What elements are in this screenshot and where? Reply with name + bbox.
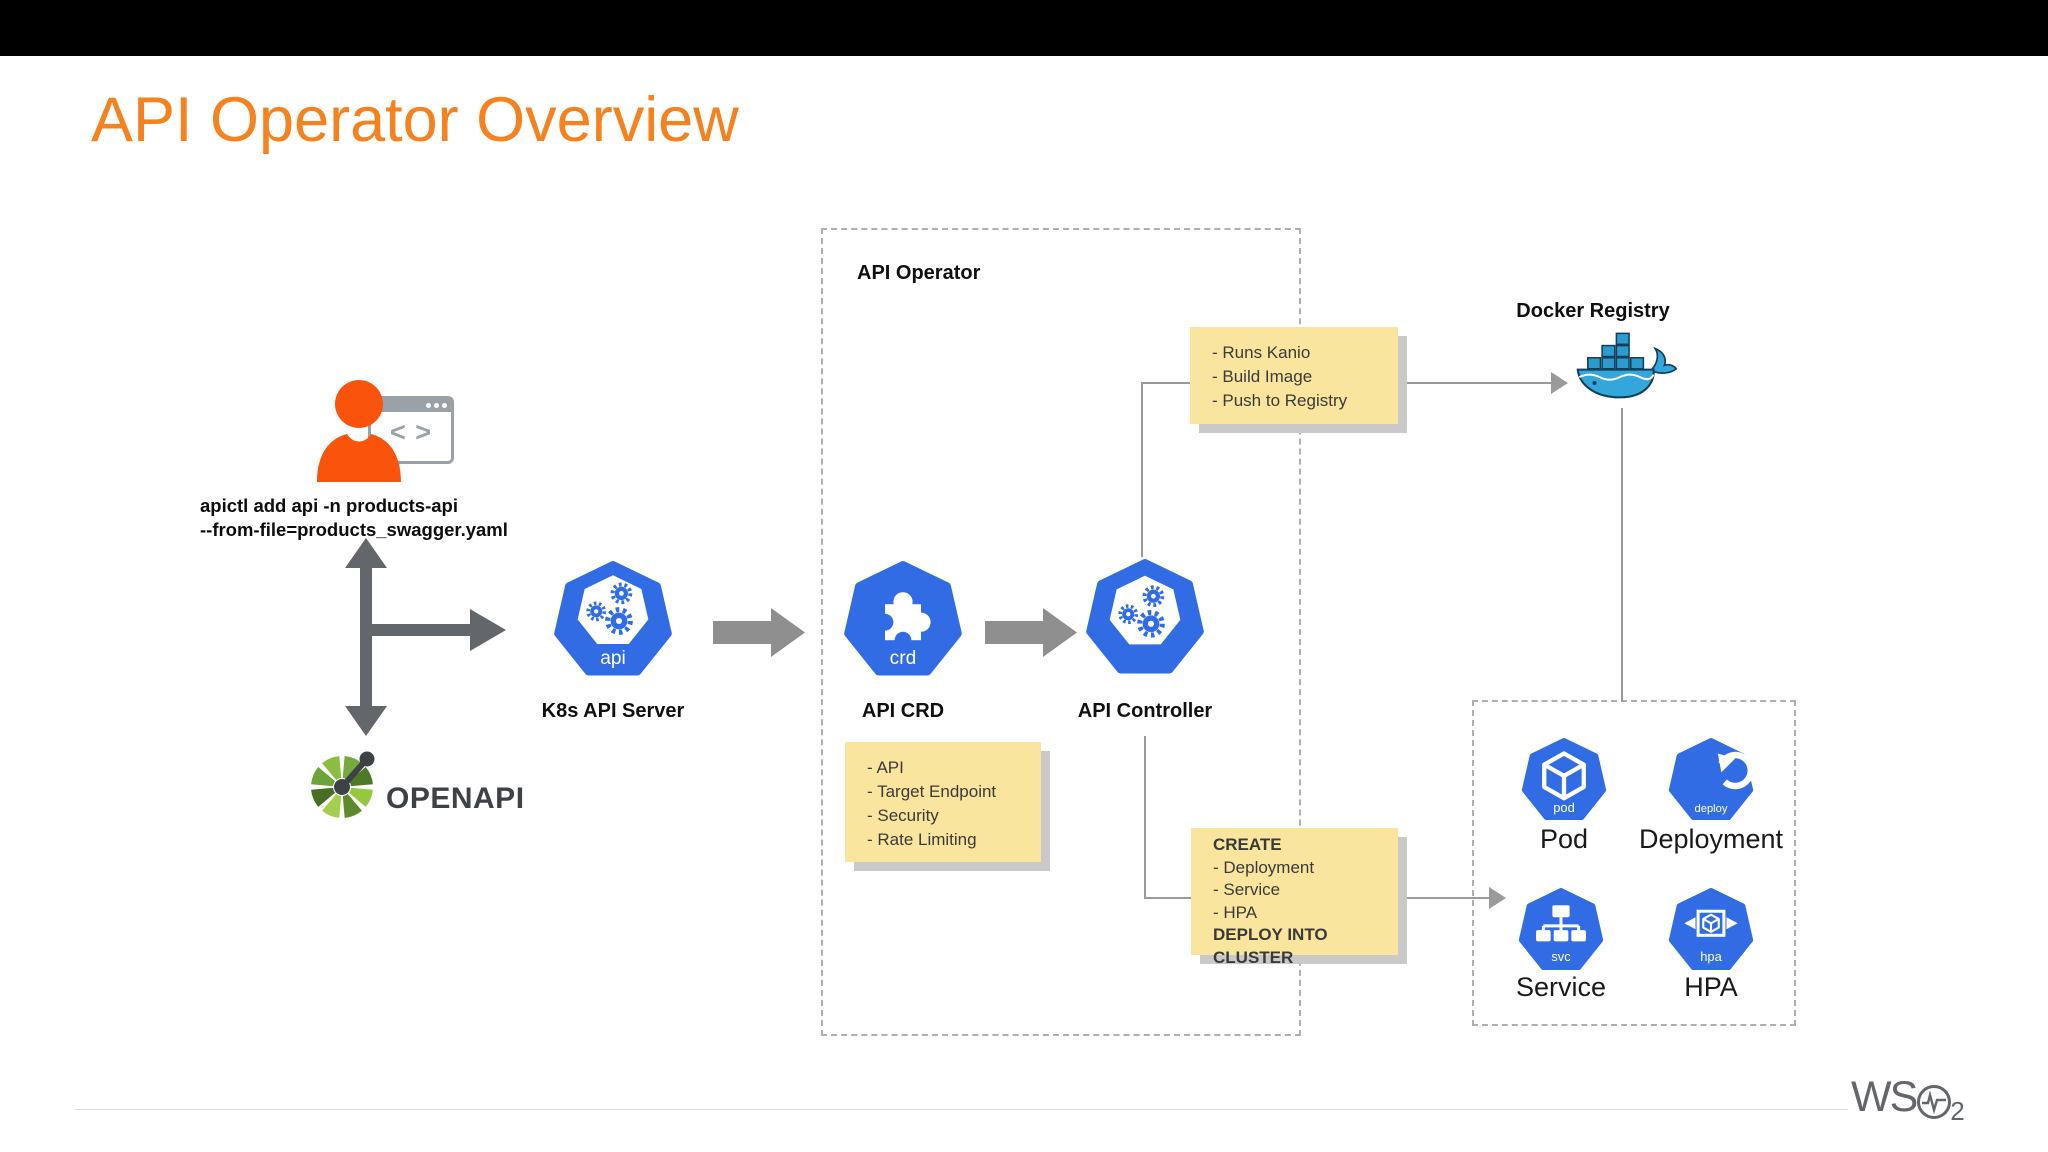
- pod-label: Pod: [1539, 824, 1589, 854]
- connector-controller-down: [1144, 736, 1146, 898]
- apictl-command: apictl add api -n products-api --from-fi…: [200, 494, 508, 542]
- flow-arrow-icon: [713, 608, 805, 657]
- note-line: - Build Image: [1212, 367, 1313, 386]
- pod-badge: pod: [1553, 800, 1575, 815]
- create-note: CREATE - Deployment - Service - HPA DEPL…: [1191, 828, 1398, 967]
- build-steps-note: - Runs Kanio - Build Image - Push to Reg…: [1190, 327, 1398, 424]
- command-line-1: apictl add api -n products-api: [200, 495, 458, 516]
- service-icon: svc: [1518, 888, 1604, 974]
- openapi-wordmark: OPENAPI: [386, 782, 525, 815]
- api-operator-group-label: API Operator: [857, 262, 981, 284]
- window-dots-icon: [426, 403, 447, 408]
- api-crd-icon: crd: [843, 560, 963, 682]
- docker-registry-label: Docker Registry: [1516, 300, 1670, 322]
- note-line: - HPA: [1213, 902, 1258, 922]
- bidirectional-arrow-icon: [345, 538, 387, 736]
- hpa-icon: hpa: [1668, 888, 1754, 974]
- note-heading: CREATE: [1213, 835, 1282, 854]
- connector-controller-up: [1141, 383, 1143, 557]
- note-line: - Service: [1213, 880, 1281, 899]
- pod-icon: pod: [1521, 738, 1607, 824]
- wso2-logo-subscript: 2: [1950, 1096, 1965, 1126]
- note-line: - Deployment: [1213, 857, 1315, 877]
- top-black-bar: [0, 0, 2048, 56]
- right-arrow-icon: [366, 609, 506, 651]
- crd-badge: crd: [890, 648, 917, 669]
- person-icon: [317, 380, 401, 482]
- note-line: - Target Endpoint: [867, 782, 997, 801]
- wso2-pulse-o-icon: [1917, 1085, 1952, 1119]
- api-crd-label: API CRD: [861, 700, 945, 722]
- wso2-logo-text: WS: [1851, 1073, 1918, 1121]
- code-window-titlebar: [371, 399, 451, 412]
- flow-arrow-icon: [985, 608, 1077, 657]
- docker-whale-icon: [1576, 332, 1678, 399]
- cluster-arrowhead-icon: [1489, 887, 1506, 909]
- api-controller-icon: [1085, 558, 1205, 680]
- page-title: API Operator Overview: [91, 85, 739, 155]
- deployment-icon: deploy: [1668, 738, 1754, 824]
- api-controller-label: API Controller: [1077, 700, 1213, 722]
- code-glyph: < >: [389, 417, 433, 447]
- connector-docker-down: [1621, 408, 1623, 702]
- api-operator-group-box: [821, 228, 1301, 1036]
- note-line: - Push to Registry: [1212, 391, 1348, 410]
- hpa-label: HPA: [1684, 972, 1738, 1002]
- wso2-logo: WS 2: [1851, 1073, 1965, 1126]
- deploy-badge: deploy: [1695, 803, 1728, 815]
- note-line: - Runs Kanio: [1212, 343, 1311, 362]
- footer-divider: [75, 1109, 1848, 1110]
- cluster-group-box: [1472, 700, 1796, 1026]
- deployment-label: Deployment: [1638, 824, 1784, 854]
- crd-fields-note: - API - Target Endpoint - Security - Rat…: [845, 742, 1041, 862]
- svc-badge: svc: [1551, 949, 1571, 964]
- note-line: - Rate Limiting: [867, 830, 977, 849]
- docker-arrowhead-icon: [1551, 372, 1568, 394]
- k8s-api-server-label: K8s API Server: [541, 700, 685, 722]
- command-line-2: --from-file=products_swagger.yaml: [200, 519, 508, 540]
- hpa-badge: hpa: [1700, 949, 1722, 964]
- openapi-logo-icon: [311, 751, 375, 818]
- api-badge: api: [600, 648, 626, 669]
- service-label: Service: [1515, 972, 1607, 1002]
- k8s-api-server-icon: api: [553, 560, 673, 682]
- note-line: - Security: [867, 806, 939, 825]
- note-footer: DEPLOY INTO CLUSTER: [1213, 925, 1328, 967]
- note-line: - API: [867, 758, 904, 777]
